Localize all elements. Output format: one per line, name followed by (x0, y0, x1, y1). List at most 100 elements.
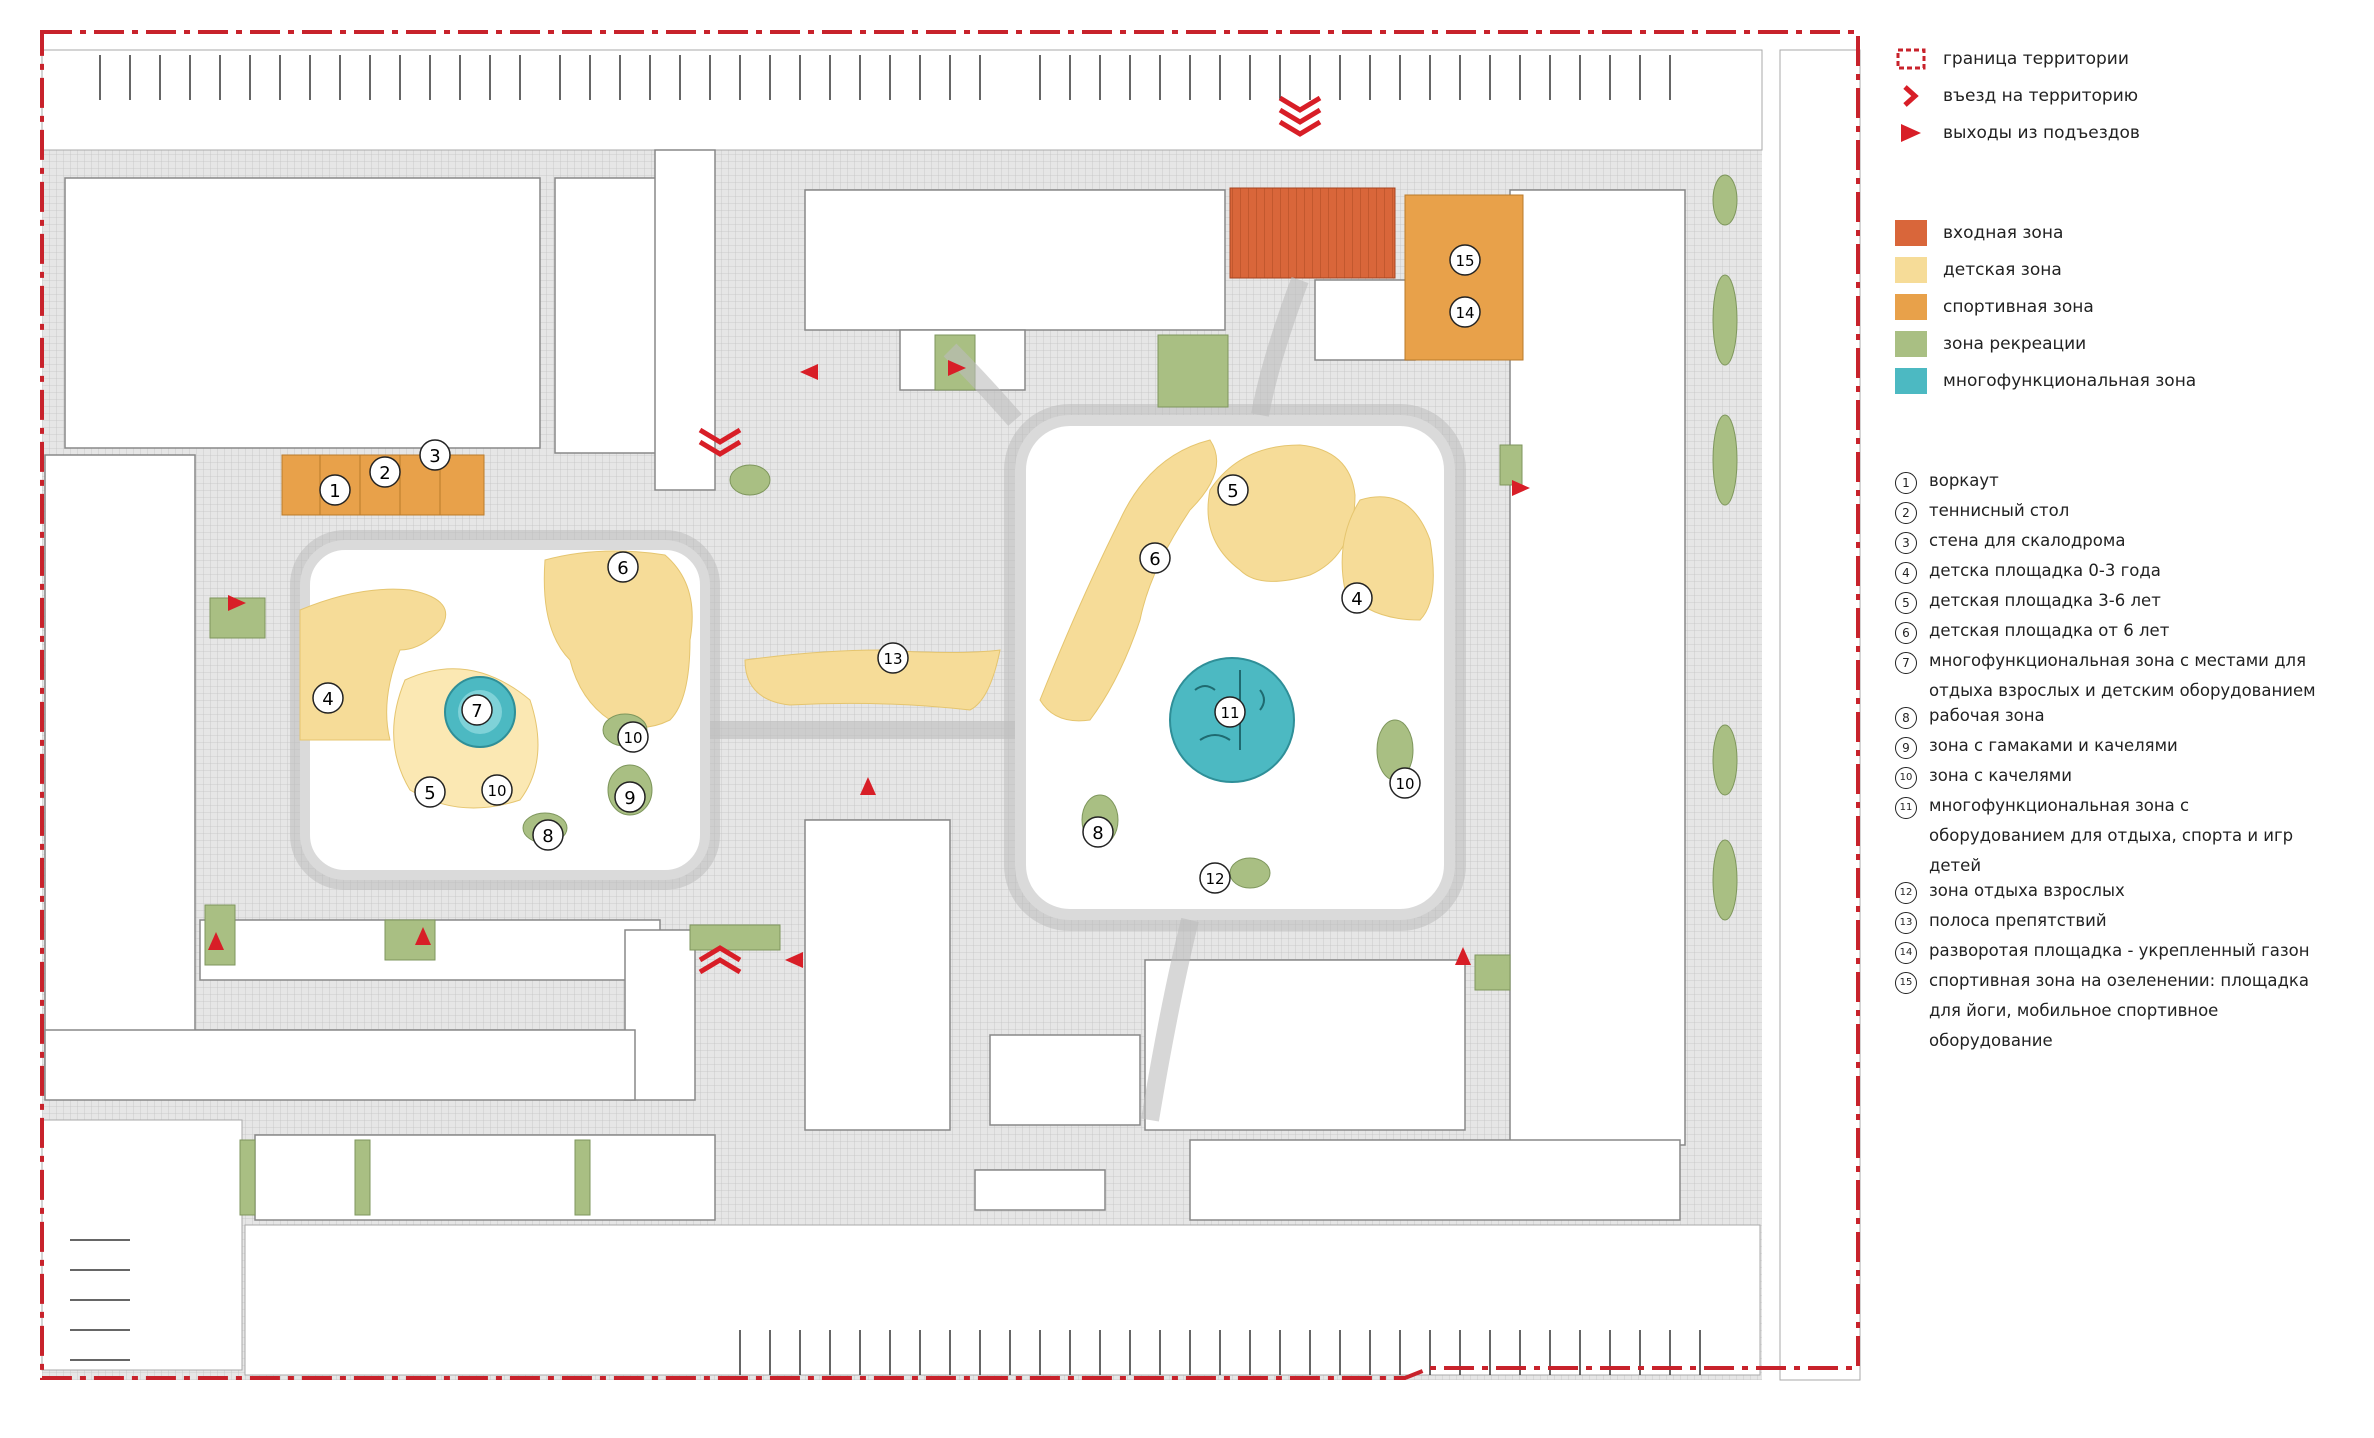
zone-label: входная зона (1943, 222, 2064, 243)
marker-14-label: 14 (1455, 304, 1474, 322)
zone-swatch (1895, 219, 1927, 246)
legend-item-number: 2 (1895, 502, 1917, 524)
legend-item-label: зона с качелями (1929, 766, 2072, 785)
zone-swatch (1895, 367, 1927, 394)
legend-zone-row: входная зона (1895, 214, 2355, 251)
marker-13-label: 13 (883, 650, 902, 668)
legend-item-number: 7 (1895, 652, 1917, 674)
legend-item-label: стена для скалодрома (1929, 531, 2126, 550)
marker-5b-label: 5 (1227, 481, 1238, 502)
zone-label: спортивная зона (1943, 296, 2094, 317)
marker-5b: 5 (1217, 474, 1249, 506)
marker-3-label: 3 (429, 446, 440, 467)
legend-item-number: 9 (1895, 737, 1917, 759)
vehicle-entrance-chevrons (698, 95, 1322, 975)
marker-12: 12 (1199, 862, 1231, 894)
recreation-zones (204, 174, 1738, 1216)
marker-8a: 8 (532, 819, 564, 851)
legend-item-label: многофункциональная зона с оборудованием… (1929, 796, 2294, 875)
marker-4a-label: 4 (322, 689, 333, 710)
marker-10b-label: 10 (487, 782, 506, 800)
marker-13: 13 (877, 642, 909, 674)
legend-label-exits: выходы из подъездов (1943, 122, 2140, 143)
legend-item: 2 теннисный стол (1895, 501, 2355, 531)
zone-swatch (1895, 293, 1927, 320)
legend-item: 3 стена для скалодрома (1895, 531, 2355, 561)
vehicle-entrance-chevron-icon (1895, 83, 1935, 109)
legend-item: 7 многофункциональная зона с местами для … (1895, 651, 2355, 706)
zone-swatch (1895, 330, 1927, 357)
marker-11-label: 11 (1220, 704, 1239, 722)
legend-label-boundary: граница территории (1943, 48, 2129, 69)
marker-4a: 4 (312, 682, 344, 714)
legend-item-number: 4 (1895, 562, 1917, 584)
marker-15-label: 15 (1455, 252, 1474, 270)
marker-9: 9 (614, 781, 646, 813)
legend-item: 14 разворотая площадка - укрепленный газо… (1895, 941, 2355, 971)
legend-item: 5 детская площадка 3-6 лет (1895, 591, 2355, 621)
zone-label: детская зона (1943, 259, 2062, 280)
legend-item-number: 15 (1895, 972, 1917, 994)
legend-item-number: 14 (1895, 942, 1917, 964)
marker-5a: 5 (414, 776, 446, 808)
legend-zone-row: зона рекреации (1895, 325, 2355, 362)
legend-item-number: 10 (1895, 767, 1917, 789)
marker-8b: 8 (1082, 816, 1114, 848)
legend-item-label: теннисный стол (1929, 501, 2070, 520)
legend-row-exits: выходы из подъездов (1895, 114, 2355, 151)
walkways (710, 276, 1309, 1122)
legend-item-number: 11 (1895, 797, 1917, 819)
marker-6b-label: 6 (1149, 549, 1160, 570)
legend-item-label: разворотая площадка - укрепленный газон (1929, 941, 2310, 960)
marker-15: 15 (1449, 244, 1481, 276)
marker-10a-label: 10 (623, 729, 642, 747)
legend-item-label: воркаут (1929, 471, 1999, 490)
legend-item: 12 зона отдыха взрослых (1895, 881, 2355, 911)
marker-4b-label: 4 (1351, 589, 1362, 610)
territory-boundary (40, 30, 1860, 1380)
marker-12-label: 12 (1205, 870, 1224, 888)
legend-row-entrance: въезд на территорию (1895, 77, 2355, 114)
marker-4b: 4 (1341, 582, 1373, 614)
zone-label: зона рекреации (1943, 333, 2087, 354)
marker-6a: 6 (607, 551, 639, 583)
marker-8b-label: 8 (1092, 823, 1103, 844)
legend-item: 10 зона с качелями (1895, 766, 2355, 796)
marker-2-label: 2 (379, 463, 390, 484)
legend-zone-row: спортивная зона (1895, 288, 2355, 325)
legend: граница территории въезд на территорию в… (1895, 40, 2355, 1056)
legend-row-boundary: граница территории (1895, 40, 2355, 77)
marker-6b: 6 (1139, 542, 1171, 574)
marker-1-label: 1 (329, 481, 340, 502)
zone-swatch (1895, 256, 1927, 283)
legend-item-label: спортивная зона на озеленении: площадка … (1929, 971, 2309, 1050)
marker-7-label: 7 (471, 701, 482, 722)
entrance-zone (1229, 187, 1396, 279)
legend-item-label: многофункциональная зона с местами для о… (1929, 651, 2316, 700)
legend-item: 11 многофункциональная зона с оборудовани… (1895, 796, 2355, 881)
legend-item-number: 5 (1895, 592, 1917, 614)
marker-14: 14 (1449, 296, 1481, 328)
legend-item-number: 3 (1895, 532, 1917, 554)
marker-10c-label: 10 (1395, 775, 1414, 793)
legend-item-number: 12 (1895, 882, 1917, 904)
marker-10a: 10 (617, 721, 649, 753)
legend-item-number: 6 (1895, 622, 1917, 644)
marker-10c: 10 (1389, 767, 1421, 799)
legend-item-label: детская площадка 3-6 лет (1929, 591, 2161, 610)
legend-item-label: зона отдыха взрослых (1929, 881, 2125, 900)
map-markers: 1 2 3 4 4 5 5 6 6 7 8 8 9 10 10 10 11 12… (312, 244, 1481, 894)
parking-top (70, 55, 1701, 1375)
legend-item-label: рабочая зона (1929, 706, 2045, 725)
legend-item: 15 спортивная зона на озеленении: площадк… (1895, 971, 2355, 1056)
marker-6a-label: 6 (617, 558, 628, 579)
legend-zone-row: детская зона (1895, 251, 2355, 288)
entrance-exit-triangle-icon (1895, 120, 1935, 146)
